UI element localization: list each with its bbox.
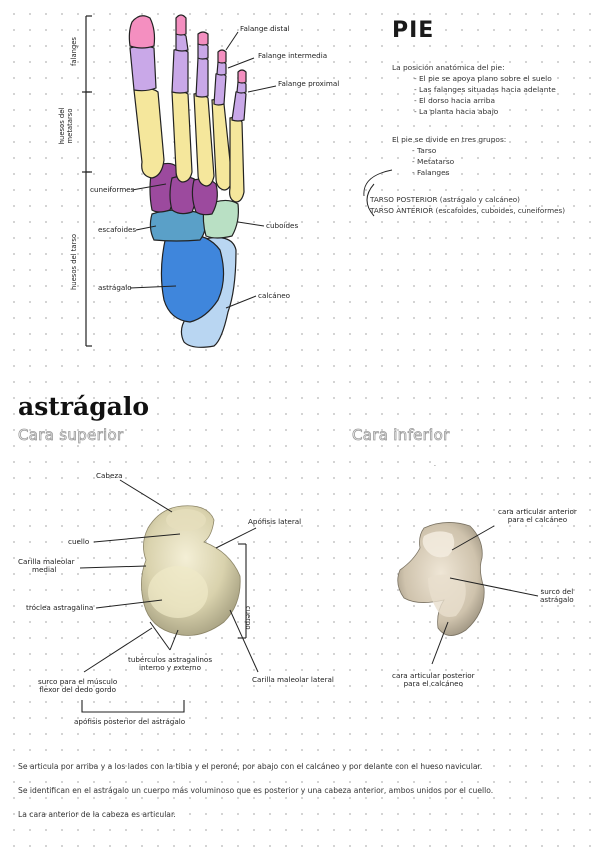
label-troclea: tróclea astragalina [26,603,94,612]
label-cara-anterior-l1: cara articular anterior [498,507,577,516]
groups-intro: El pie se divide en tres grupos: [392,135,507,144]
label-carilla-medial: Carilla maleolar medial [18,557,75,575]
pie-note-3: - El dorso hacia arriba [414,96,496,105]
distal-phalanges [128,14,247,84]
label-cara-posterior-l1: cara articular posterior [392,671,475,680]
label-cuboides: cuboides [266,221,299,230]
inferior-title: Cara inferior [352,426,450,445]
label-carilla-medial-l2: medial [32,565,57,575]
label-cara-anterior-l2: para el calcáneo [507,515,568,525]
label-calcaneo: calcáneo [258,291,291,300]
label-cuerpo: cuerpo [244,606,252,630]
side-label-metatarso-text: huesos del metatarso [58,107,74,145]
label-surco-astragalo: surco del astrágalo [540,587,574,605]
label-falange-intermedia: Falange intermedia [258,51,328,60]
footer-line-0: Se articula por arriba y a los lados con… [18,762,483,771]
tarso-brace [366,183,375,217]
side-label-tarso: huesos del tarso [70,233,78,290]
cuerpo-bracket [238,543,247,639]
side-label-metatarso: huesos del metatarso [58,100,74,152]
label-cara-posterior-l2: para el calcáneo [403,679,463,689]
footer-line-1: Se identifican en el astrágalo un cuerpo… [18,786,494,795]
label-cuello: cuello [68,537,90,546]
group-tarso: - Tarso [412,146,437,155]
superior-title: Cara superior [18,426,124,445]
label-apofisis-posterior: apófisis posterior del astrágalo [74,717,186,726]
talus-superior-pointers [79,479,259,673]
label-tuberculos-l1: tubérculos astragalinos [128,655,213,664]
svg-text:.: . [434,461,436,468]
pie-note-4: - La planta hacia abajo [414,107,499,116]
astragalo-bone [160,233,225,323]
label-surco-astragalo-l2: astrágalo [540,595,574,605]
label-carilla-lateral: Carilla maleolar lateral [252,675,334,684]
label-cara-posterior: cara articular posterior para el calcáne… [392,671,475,689]
tarso-posterior: TARSO POSTERIOR (astrágalo y calcáneo) [370,195,520,204]
group-metatarso: - Metatarso [412,157,455,166]
label-astragalo: astrágalo [98,283,132,292]
foot-pointer-lines [129,31,277,309]
proximal-phalanges [129,45,247,122]
astragalo-title: astrágalo [18,392,150,421]
label-falange-proximal: Falange proximal [278,79,340,88]
intermediate-phalanges [175,32,247,94]
side-bracket [82,15,92,347]
talus-superior [141,505,241,636]
pie-title: PIE [392,18,435,43]
label-tuberculos: tubérculos astragalinos interno y extern… [128,655,213,673]
label-surco-flexor: surco para el músculo flexor del dedo go… [38,677,118,695]
group-falanges: - Falanges [412,168,450,177]
label-surco-flexor-l2: flexor del dedo gordo [39,685,116,695]
label-cara-anterior: cara articular anterior para el calcáneo [498,507,577,525]
footer-line-2: La cara anterior de la cabeza es articul… [18,810,176,819]
label-apofisis-lateral: Apófisis lateral [248,517,302,526]
side-label-falanges: falanges [70,37,78,66]
label-cuneiformes: cuneiformes [90,185,135,194]
tarso-anterior: TARSO ANTERIOR (escafoides, cuboides, cu… [370,206,566,215]
pie-note-1: - El pie se apoya plano sobre el suelo [414,74,552,83]
apofisis-bracket [81,700,185,713]
label-carilla-medial-l1: Carilla maleolar [18,557,75,566]
label-cabeza: Cabeza [96,471,123,480]
label-tuberculos-l2: interno y externo [139,663,202,673]
escafoides-bone [149,209,206,242]
label-surco-flexor-l1: surco para el músculo [38,677,118,686]
label-surco-astragalo-l1: surco del [540,587,574,596]
pie-note-0: La posición anatómica del pie: [392,63,505,72]
talus-inferior [397,522,485,636]
label-escafoides: escafoides [98,225,137,234]
pie-note-2: - Las falanges situadas hacia adelante [414,85,556,94]
talus-inferior-pointers [431,525,539,665]
tarso-arrow [363,169,393,197]
label-falange-distal: Falange distal [240,24,290,33]
